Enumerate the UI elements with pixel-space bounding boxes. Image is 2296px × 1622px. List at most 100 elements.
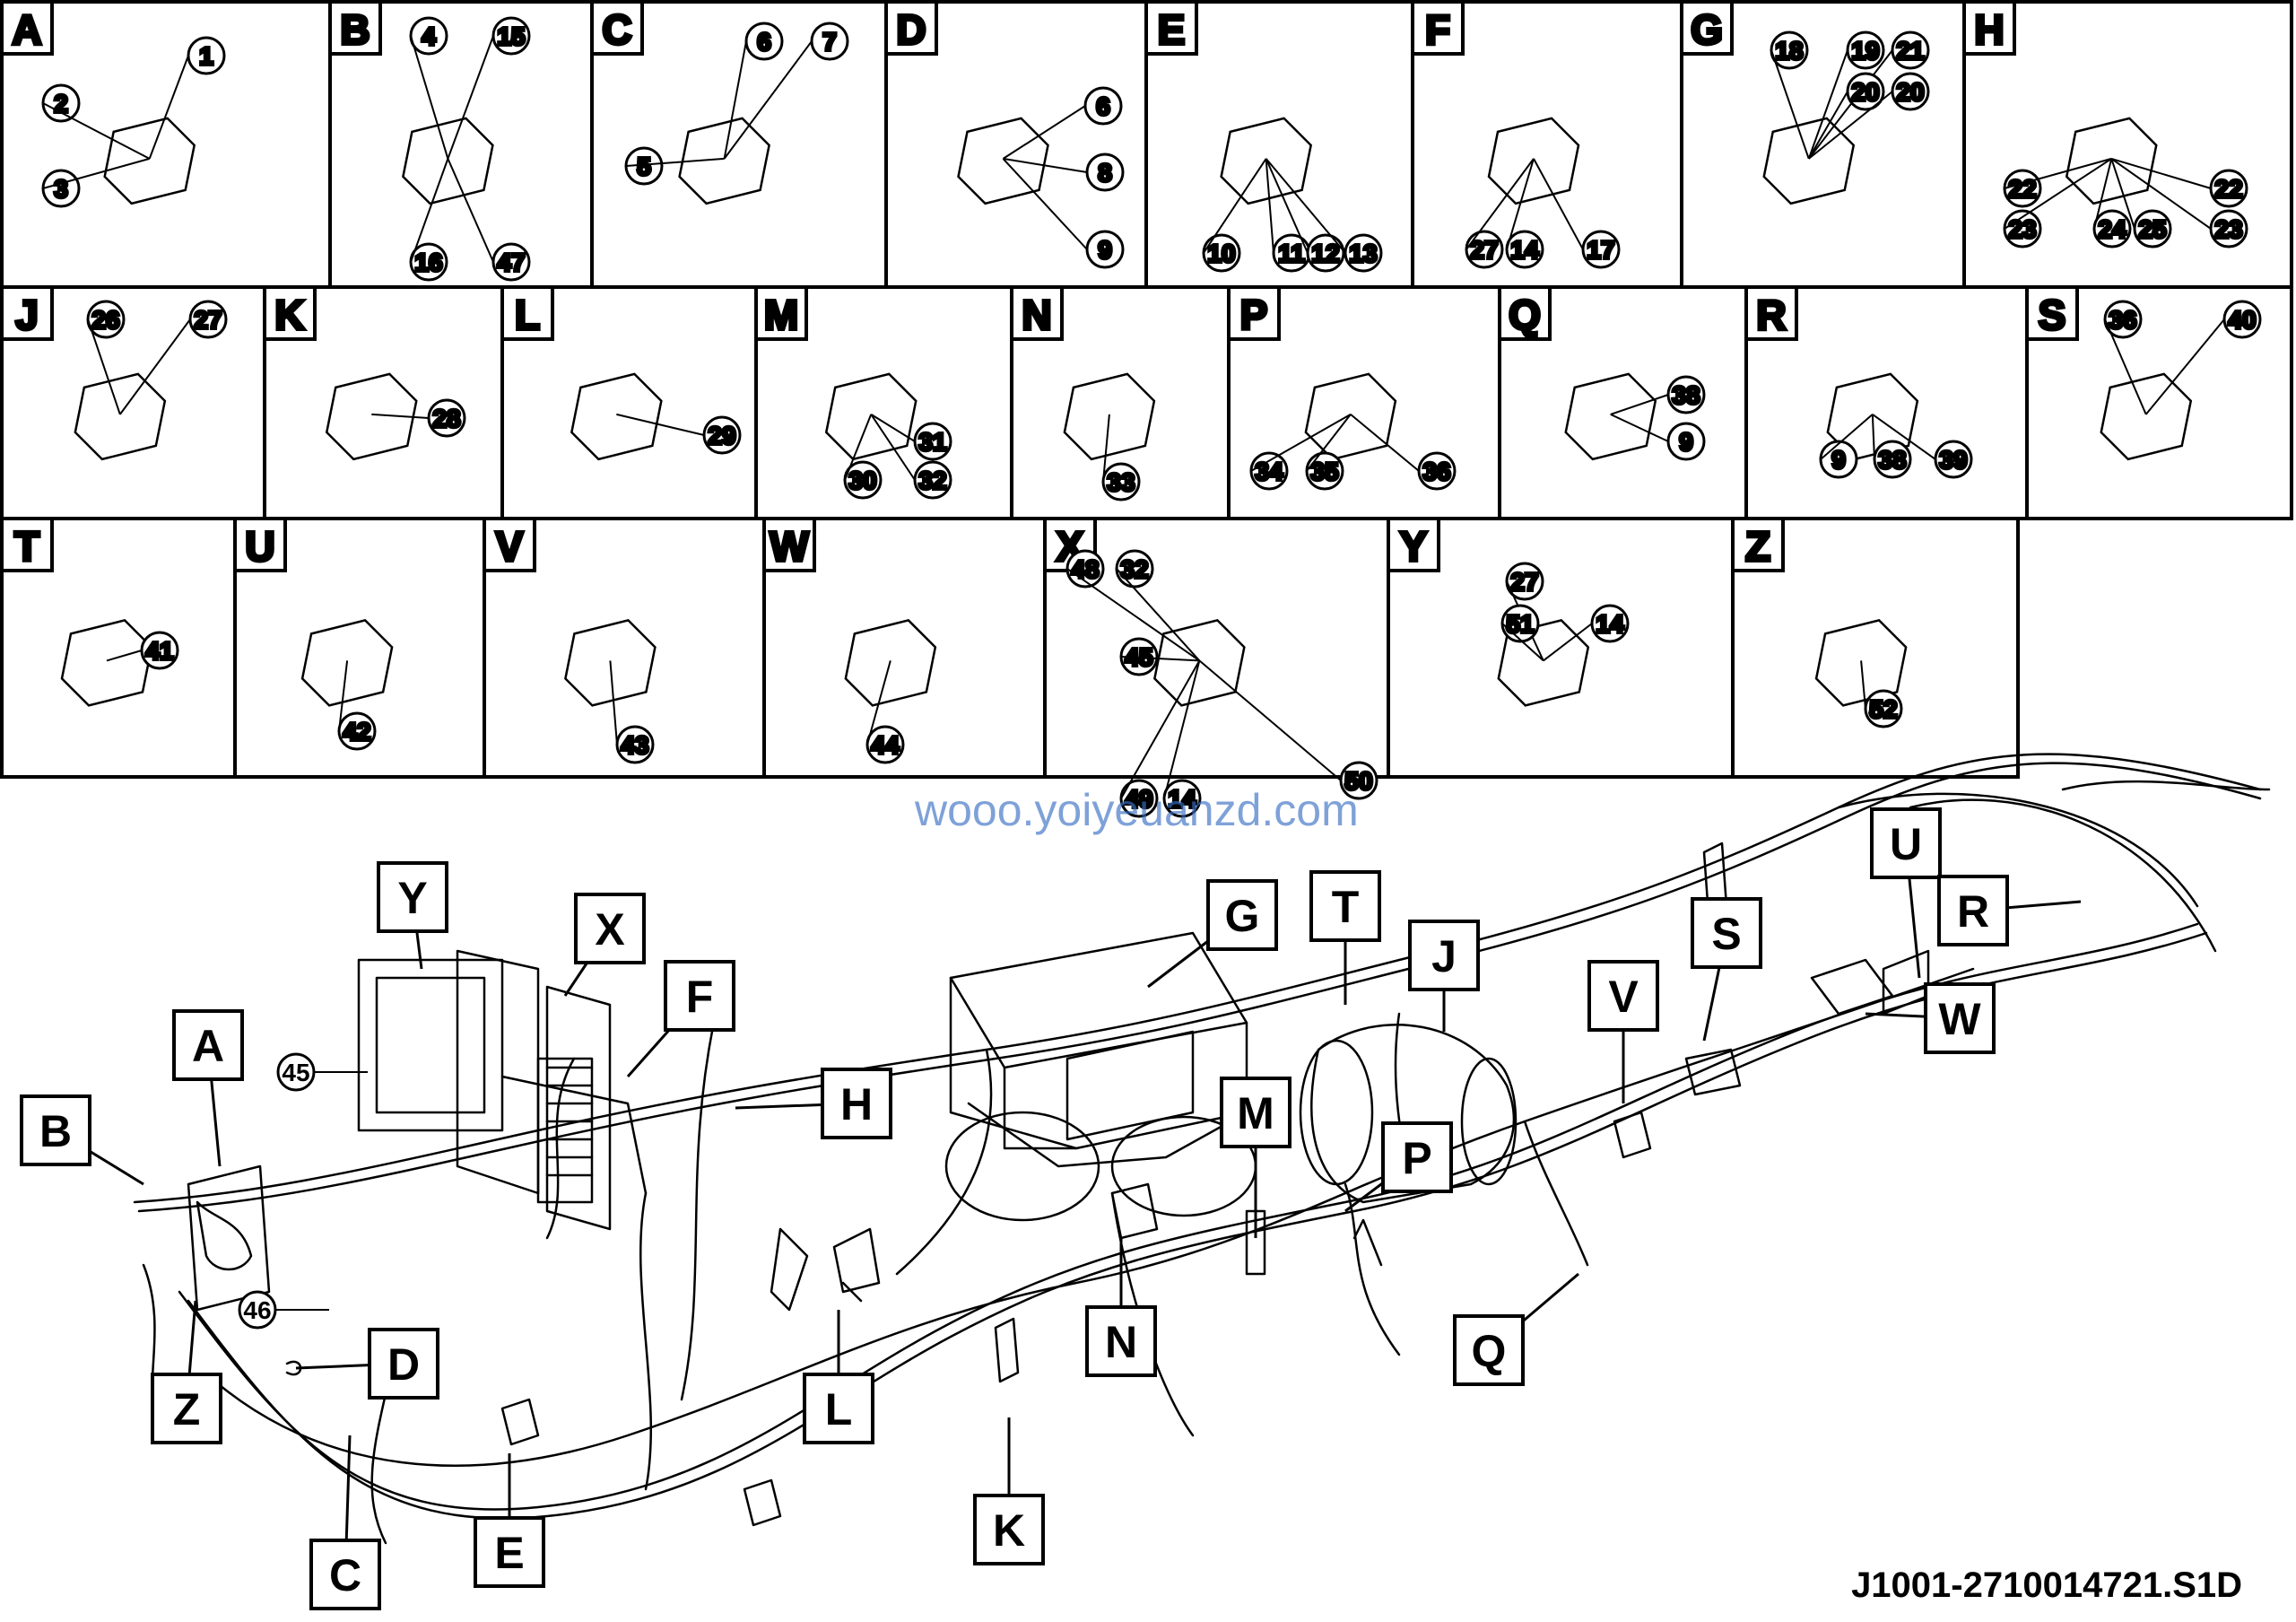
- part-sketch: [1497, 619, 1590, 707]
- svg-text:46: 46: [243, 1296, 271, 1324]
- svg-text:50: 50: [1344, 767, 1372, 795]
- svg-text:18: 18: [1775, 37, 1803, 65]
- callout-p: P: [1381, 1121, 1453, 1193]
- part-number: 26: [86, 300, 126, 339]
- svg-text:23: 23: [2214, 215, 2242, 243]
- part-number: 44: [865, 725, 905, 764]
- part-number: 14: [1505, 230, 1544, 269]
- svg-text:16: 16: [414, 249, 442, 276]
- svg-text:27: 27: [194, 306, 222, 334]
- callout-t: T: [1309, 870, 1381, 942]
- svg-text:R: R: [1957, 886, 1989, 937]
- svg-text:D: D: [387, 1339, 420, 1390]
- callout-q: Q: [1453, 1314, 1525, 1386]
- svg-text:23: 23: [2008, 215, 2036, 243]
- panel-letter: N: [1022, 292, 1051, 338]
- part-number: 39: [1934, 440, 1973, 479]
- part-number: 36: [2103, 300, 2143, 339]
- part-number: 22: [2209, 169, 2248, 208]
- part-sketch: [74, 372, 167, 461]
- svg-text:44: 44: [871, 731, 900, 759]
- panel-letter: G: [1691, 6, 1723, 53]
- svg-text:36: 36: [1422, 458, 1450, 485]
- svg-text:U: U: [1890, 819, 1922, 869]
- watermark-text: wooo.yoiyeuanzd.com: [914, 785, 1359, 835]
- svg-text:8: 8: [1098, 159, 1112, 187]
- part-number: 7: [810, 22, 849, 61]
- part-sketch: [1814, 619, 1908, 707]
- part-sketch: [402, 117, 494, 205]
- part-number: 21: [1891, 31, 1930, 70]
- part-number: 23: [2003, 209, 2042, 249]
- drawing-code: J1001-2710014721.S1D: [1851, 1565, 2242, 1605]
- assembly-drawing: [133, 753, 2271, 1545]
- svg-text:9: 9: [1679, 428, 1693, 456]
- panel-k: K28: [263, 285, 504, 520]
- panel-u: U42: [233, 517, 486, 779]
- svg-text:S: S: [1711, 909, 1741, 959]
- part-number: 3: [41, 169, 81, 208]
- part-number: 20: [1846, 72, 1885, 111]
- part-number: 25: [2133, 209, 2172, 249]
- part-sketch: [325, 372, 418, 461]
- svg-text:C: C: [329, 1550, 361, 1600]
- svg-text:Q: Q: [1472, 1326, 1507, 1376]
- panel-letter: P: [1240, 292, 1268, 338]
- callout-n: N: [1085, 1305, 1157, 1377]
- panel-l: L29: [500, 285, 758, 520]
- callout-b: B: [20, 1094, 91, 1166]
- part-sketch: [678, 117, 770, 205]
- part-number: 27: [1465, 230, 1504, 269]
- part-sketch: [957, 117, 1049, 205]
- svg-text:X: X: [595, 904, 624, 955]
- part-sketch: [1762, 117, 1856, 205]
- svg-text:35: 35: [1310, 458, 1338, 485]
- panel-letter: S: [2039, 292, 2066, 338]
- part-number: 32: [1115, 549, 1154, 589]
- part-number: 32: [913, 460, 952, 500]
- callout-g: G: [1206, 879, 1278, 951]
- part-number: 51: [1500, 604, 1540, 643]
- part-number: 30: [843, 460, 883, 500]
- svg-text:5: 5: [637, 153, 651, 180]
- part-sketch: [1220, 117, 1313, 205]
- part-sketch: [844, 619, 937, 707]
- part-sketch: [300, 619, 394, 707]
- part-number: 28: [427, 398, 466, 438]
- part-number: 8: [1085, 153, 1125, 192]
- panel-letter: A: [12, 6, 41, 53]
- svg-text:E: E: [494, 1528, 524, 1578]
- svg-text:F: F: [686, 972, 714, 1022]
- svg-text:36: 36: [2109, 306, 2136, 334]
- part-number: 12: [1306, 233, 1345, 273]
- part-number: 27: [188, 300, 228, 339]
- panel-letter: D: [896, 6, 926, 53]
- svg-text:19: 19: [1851, 37, 1879, 65]
- part-number: 19: [1846, 31, 1885, 70]
- panel-v: V43: [483, 517, 766, 779]
- svg-text:42: 42: [343, 718, 370, 746]
- part-number: 6: [744, 22, 784, 61]
- part-number: 18: [1770, 31, 1809, 70]
- assembly-number: 45: [276, 1052, 368, 1092]
- svg-text:41: 41: [145, 637, 173, 665]
- part-number: 20: [1891, 72, 1930, 111]
- part-number: 13: [1344, 233, 1383, 273]
- svg-text:10: 10: [1207, 240, 1235, 267]
- part-sketch: [1564, 372, 1657, 461]
- part-number: 42: [337, 711, 377, 751]
- panel-letter: R: [1756, 292, 1786, 338]
- svg-text:26: 26: [91, 306, 119, 334]
- svg-text:B: B: [39, 1106, 72, 1156]
- part-number: 52: [1864, 689, 1903, 728]
- svg-text:7: 7: [822, 28, 837, 56]
- part-number: 1: [187, 36, 226, 75]
- callout-y: Y: [377, 861, 448, 933]
- svg-text:27: 27: [1470, 236, 1498, 264]
